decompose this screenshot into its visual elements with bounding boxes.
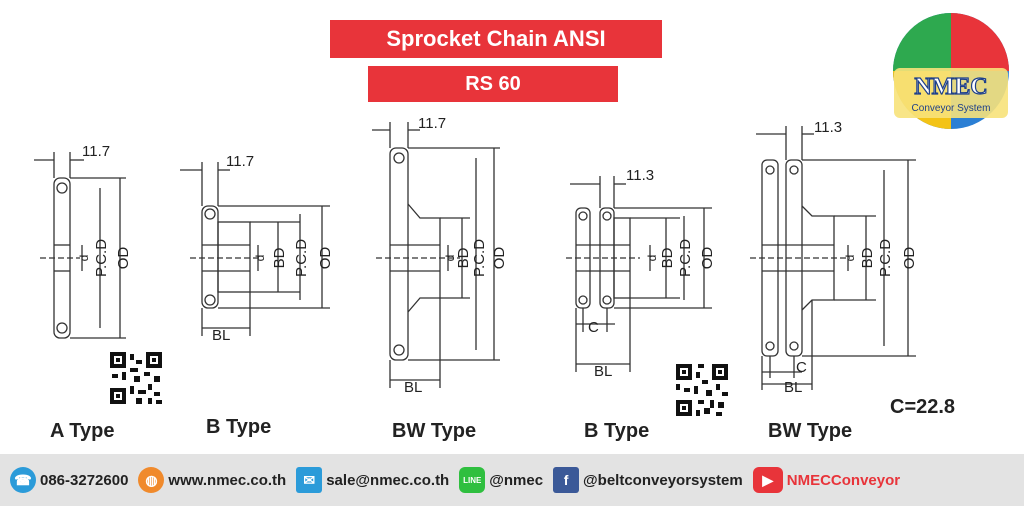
- website-text: www.nmec.co.th: [168, 471, 287, 489]
- b2-bl: BL: [594, 363, 612, 380]
- logo-name: NMEC: [914, 74, 987, 100]
- mail-icon: ✉: [296, 467, 323, 493]
- bw-type-label-2: BW Type: [768, 420, 853, 442]
- line-link[interactable]: LINE @nmec: [459, 467, 543, 493]
- sprocket-drawings: 11.7 d P.C.D OD 11.7 BL d BD P.C.D OD: [34, 115, 918, 396]
- a-type-pcd: P.C.D: [93, 239, 110, 277]
- c-value: C=22.8: [890, 396, 956, 418]
- bw-type-drawing-1: 11.7 BL d BD P.C.D OD: [372, 115, 508, 396]
- a-type-width: 11.7: [82, 143, 110, 160]
- bw2-bd: BD: [859, 247, 876, 268]
- b1-width: 11.7: [226, 153, 254, 170]
- a-type-label: A Type: [50, 420, 115, 442]
- website-link[interactable]: ◍ www.nmec.co.th: [138, 467, 286, 493]
- a-type-d: d: [77, 255, 91, 262]
- bw1-width: 11.7: [418, 115, 446, 132]
- b1-bd: BD: [271, 247, 288, 268]
- b1-pcd: P.C.D: [293, 239, 310, 277]
- facebook-text: @beltconveyorsystem: [583, 471, 743, 489]
- b-type-drawing-2: 11.3 C BL d BD P.C.D OD: [566, 167, 716, 380]
- facebook-link[interactable]: f @beltconveyorsystem: [553, 467, 743, 493]
- youtube-link[interactable]: ▶ NMECConveyor: [752, 467, 901, 493]
- a-type-od: OD: [115, 247, 132, 270]
- b-type-label-2: B Type: [584, 420, 650, 442]
- nmec-logo: NMEC Conveyor System: [893, 13, 1009, 129]
- b2-c: C: [588, 319, 599, 336]
- b2-d: d: [645, 255, 659, 262]
- page-title: Sprocket Chain ANSI: [330, 20, 662, 58]
- phone-contact[interactable]: ☎ 086-3272600: [10, 467, 128, 493]
- b-type-label-1: B Type: [206, 416, 272, 438]
- phone-number: 086-3272600: [40, 471, 129, 489]
- bw1-od: OD: [491, 247, 508, 270]
- a-type-drawing: 11.7 d P.C.D OD: [34, 143, 132, 339]
- b1-od: OD: [317, 247, 334, 270]
- bw2-c: C: [796, 359, 807, 376]
- line-text: @nmec: [489, 471, 544, 489]
- bw-type-drawing-2: 11.3 C BL d BD P.C.D OD: [750, 119, 918, 396]
- bw2-od: OD: [901, 247, 918, 270]
- phone-icon: ☎: [10, 467, 36, 493]
- bw1-bl: BL: [404, 379, 422, 396]
- b-type-drawing-1: 11.7 BL d BD P.C.D OD: [180, 153, 334, 344]
- b2-od: OD: [699, 247, 716, 270]
- b1-d: d: [253, 255, 267, 262]
- facebook-icon: f: [553, 467, 580, 493]
- logo-tagline: Conveyor System: [912, 103, 991, 114]
- bw1-bd: BD: [455, 247, 472, 268]
- page-subtitle: RS 60: [368, 66, 618, 102]
- b2-width: 11.3: [626, 167, 654, 184]
- b2-pcd: P.C.D: [677, 239, 694, 277]
- qr-code-icon[interactable]: [108, 350, 164, 406]
- b2-bd: BD: [659, 247, 676, 268]
- qr-code-icon[interactable]: [674, 362, 730, 418]
- youtube-text: NMECConveyor: [786, 471, 901, 489]
- bw2-pcd: P.C.D: [877, 239, 894, 277]
- b1-bl: BL: [212, 327, 230, 344]
- bw2-d: d: [843, 255, 857, 262]
- bw2-bl: BL: [784, 379, 802, 396]
- contact-footer: ☎ 086-3272600 ◍ www.nmec.co.th ✉ sale@nm…: [0, 454, 1024, 506]
- bw1-d: d: [443, 255, 457, 262]
- youtube-icon: ▶: [752, 467, 783, 493]
- bw-type-label-1: BW Type: [392, 420, 477, 442]
- bw2-width: 11.3: [814, 119, 842, 136]
- email-link[interactable]: ✉ sale@nmec.co.th: [296, 467, 449, 493]
- bw1-pcd: P.C.D: [471, 239, 488, 277]
- line-icon: LINE: [459, 467, 486, 493]
- globe-icon: ◍: [138, 467, 165, 493]
- email-text: sale@nmec.co.th: [326, 471, 450, 489]
